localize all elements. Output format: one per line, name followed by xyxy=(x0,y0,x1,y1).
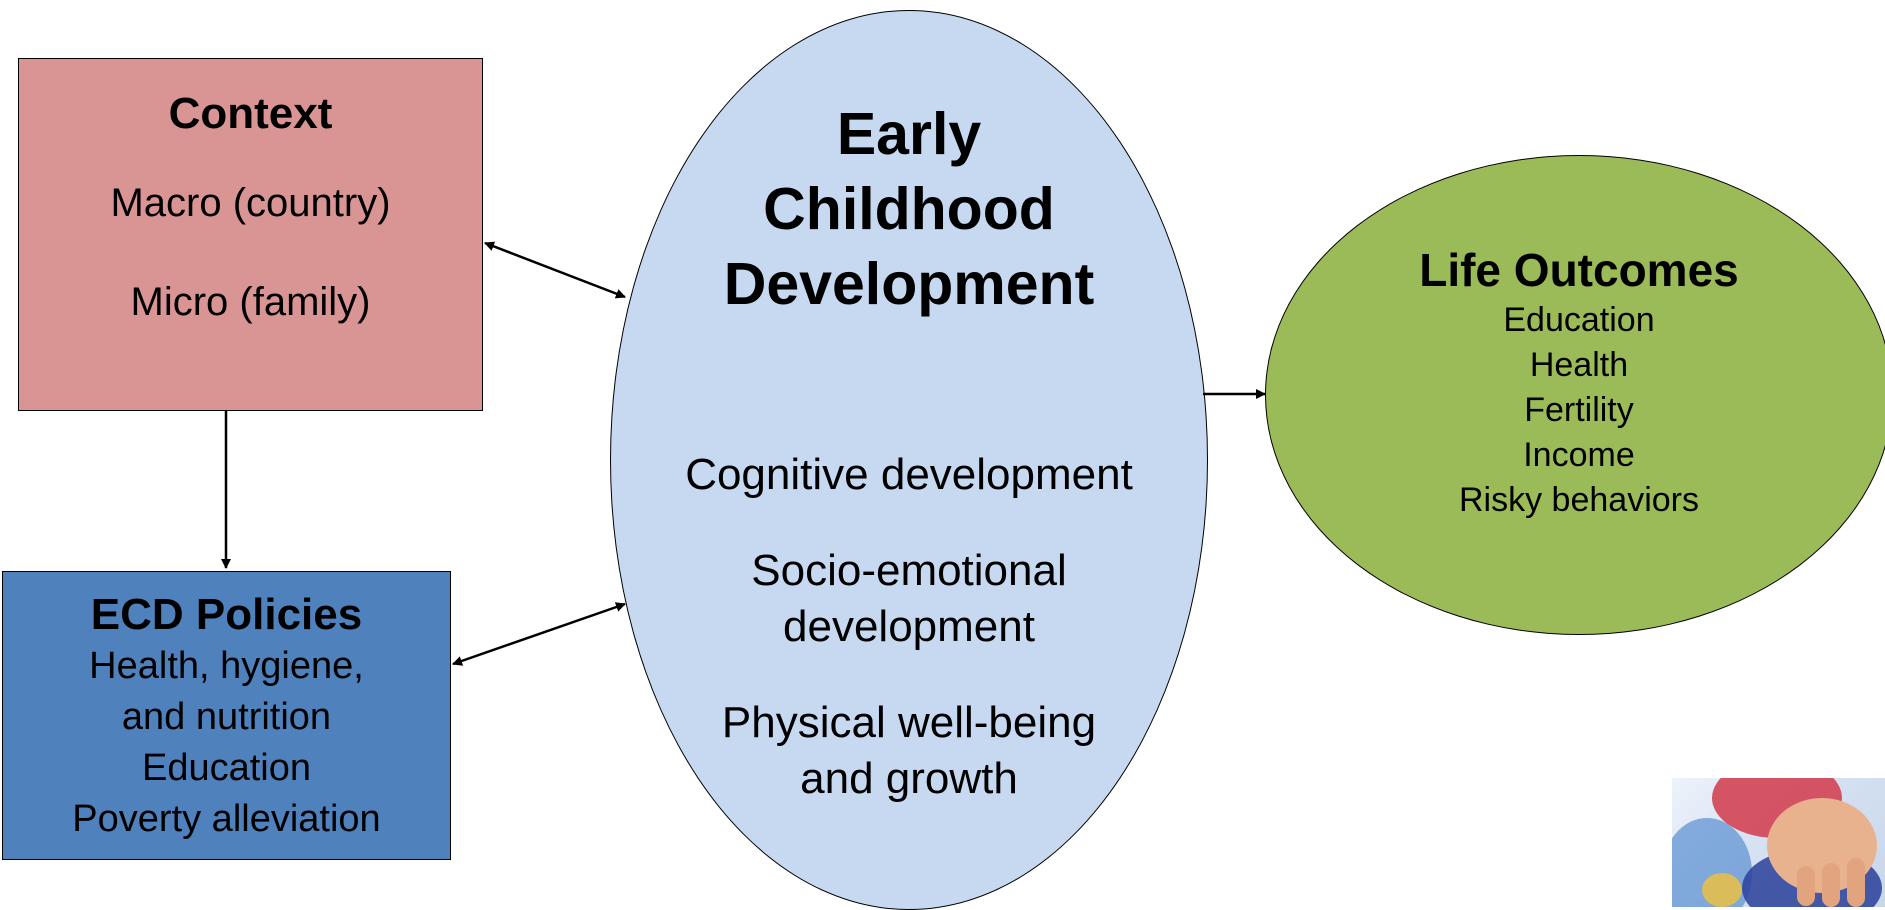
ecd-title-line: Development xyxy=(723,251,1095,317)
arrow-context-ecd xyxy=(484,241,626,299)
ecd-title-line: Early xyxy=(836,101,982,167)
life-outcomes-ellipse: Life Outcomes Education Health Fertility… xyxy=(1265,155,1885,635)
outcomes-item: Fertility xyxy=(1524,391,1634,429)
ecd-item-physical: Physical well-being and growth xyxy=(649,695,1169,807)
outcomes-item: Risky behaviors xyxy=(1459,481,1699,519)
ecd-item-line: development xyxy=(783,602,1035,651)
policies-item: Poverty alleviation xyxy=(72,798,381,840)
child-hand-painting-photo xyxy=(1672,778,1885,907)
ecd-item-socio-emotional: Socio-emotional development xyxy=(649,543,1169,655)
ecd-item-line: Physical well-being xyxy=(721,698,1097,747)
outcomes-list: Education Health Fertility Income Risky … xyxy=(1459,298,1699,523)
ecd-title: Early Childhood Development xyxy=(689,97,1129,322)
ecd-item-line: Socio-emotional xyxy=(751,546,1067,595)
ecd-title-line: Childhood xyxy=(763,176,1055,242)
outcomes-item: Health xyxy=(1529,346,1629,384)
ecd-item-line: and growth xyxy=(800,754,1018,803)
ecd-policies-box: ECD Policies Health, hygiene, and nutrit… xyxy=(2,571,451,860)
policies-title: ECD Policies xyxy=(90,590,363,639)
outcomes-title: Life Outcomes xyxy=(1419,244,1739,296)
arrow-policies-ecd xyxy=(452,602,626,666)
outcomes-item: Education xyxy=(1503,301,1655,339)
early-childhood-development-ellipse: Early Childhood Development Cognitive de… xyxy=(610,10,1208,910)
policies-item: and nutrition xyxy=(121,696,332,738)
policies-item: Health, hygiene, xyxy=(89,645,364,687)
context-box: Context Macro (country) Micro (family) xyxy=(18,58,483,411)
ecd-item-line: Cognitive development xyxy=(685,450,1133,499)
context-title: Context xyxy=(168,89,333,138)
context-item-micro: Micro (family) xyxy=(130,280,371,324)
ecd-item-cognitive: Cognitive development xyxy=(649,447,1169,503)
outcomes-item: Income xyxy=(1523,436,1635,474)
policies-item: Education xyxy=(141,747,311,789)
policies-list: Health, hygiene, and nutrition Education… xyxy=(72,641,380,845)
context-item-macro: Macro (country) xyxy=(110,181,391,225)
